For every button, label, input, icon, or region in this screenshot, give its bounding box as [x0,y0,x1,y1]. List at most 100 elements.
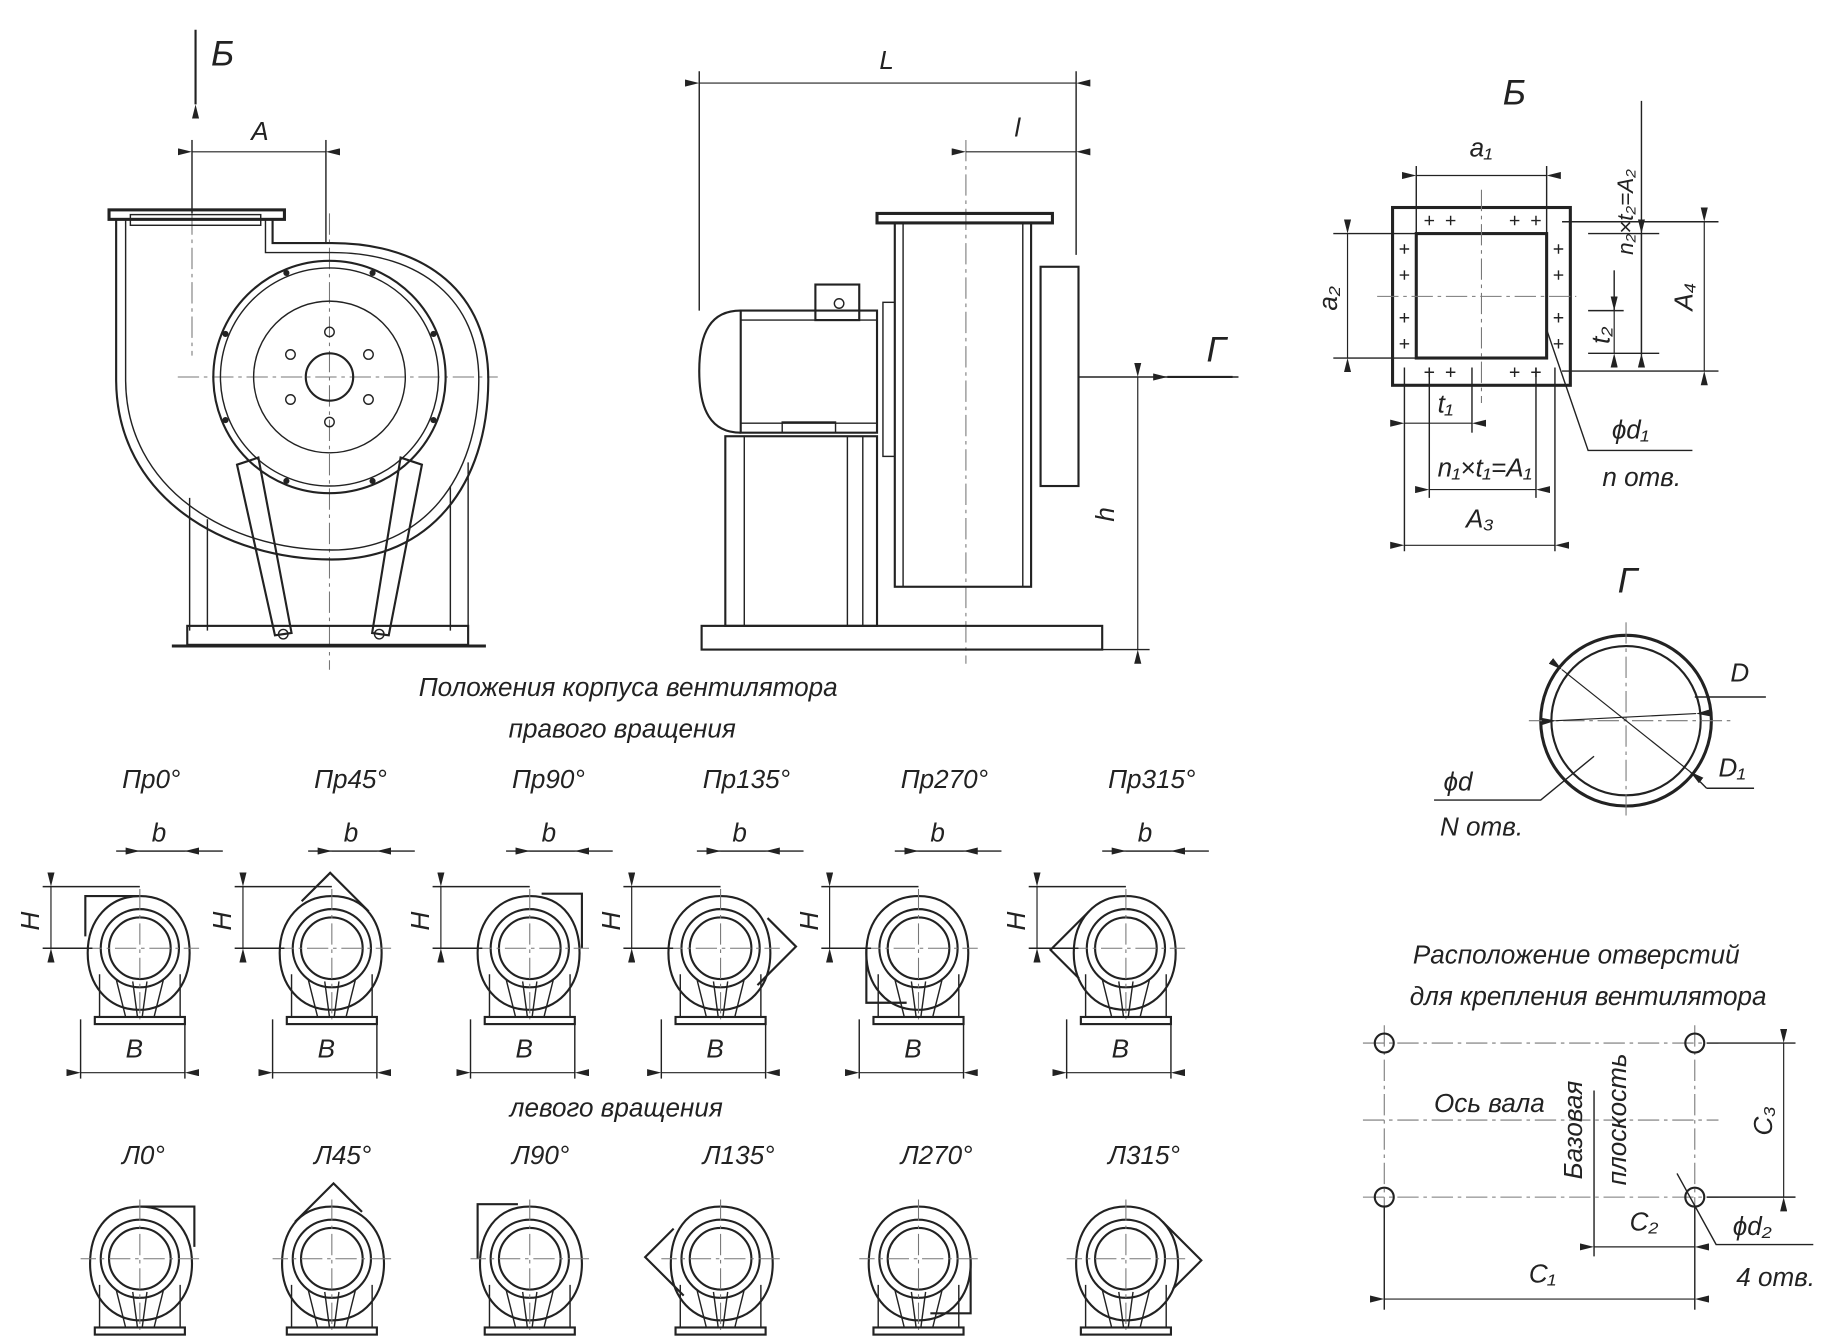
dim-a-label: A [249,116,268,146]
support-legs [877,974,960,1018]
outlet [930,1258,972,1315]
fan-housing [1066,1199,1203,1336]
scroll-outline [865,895,970,1011]
support-legs [679,974,762,1018]
hub-bolt [285,349,296,360]
scroll-outline [667,895,772,1011]
flange-hole-mark [1553,339,1564,349]
flange-hole-mark [1399,244,1410,254]
flange-hole-mark [1445,367,1456,377]
position-label: Л135° [701,1140,775,1170]
position-label: Л270° [899,1140,973,1170]
dim-B-label: B [904,1033,921,1063]
base [483,1015,576,1026]
outlet [476,1203,518,1259]
outlet [1048,910,1090,980]
dim-H-label: H [405,911,435,930]
dim-l-label: l [1014,112,1021,142]
fan-housing [80,1199,200,1336]
view-g-title: Г [1618,561,1640,601]
t1-label: t₁ [1438,389,1453,419]
base-plane-label-1: Базовая [1558,1081,1588,1180]
a1-label: a₁ [1470,133,1493,163]
outlet-duct [294,1181,363,1223]
fan-position-right-2 [432,847,613,1079]
motor-stand [724,435,879,627]
n1t1-label: n₁×t₁=A₁ [1438,453,1532,483]
outlet-duct [930,1258,972,1315]
fan-housing [80,888,200,1026]
dim-b-label: b [152,818,167,848]
terminal-box [814,283,861,322]
flange-hole-mark [1509,367,1520,377]
dim-b-label: b [344,818,359,848]
mounting-holes-layout: Расположение отверстий для крепления вен… [1362,940,1815,1310]
position-label: Пр270° [901,764,988,794]
base-plane-label-2: плоскость [1602,1053,1632,1185]
dim-h-label: h [1090,507,1120,521]
support-legs [488,974,571,1018]
outlet [300,871,370,913]
fan-position-right-5 [1028,847,1209,1079]
view-g-inlet: Г D D₁ ϕd N отв. [1434,561,1766,842]
outlet [139,1205,196,1247]
base [285,1015,378,1026]
dim-B-label: B [516,1033,533,1063]
outlet-duct [300,871,370,913]
outlet [865,948,907,1004]
d1-label: ϕd₁ [1612,415,1649,445]
position-label: Пр45° [314,764,387,794]
flange-hole-mark [1509,215,1520,226]
scroll-outline [86,895,191,1011]
flange-hole-mark [1531,215,1541,226]
fan-position-left-4 [859,1199,978,1336]
position-label: Л45° [312,1140,371,1170]
plate-bolt [283,477,290,485]
view-b-flange: Б a₁ a₂ n₂×t₂=A₂ A₄ t₂ t₁ n₁×t₁=A₁ [1313,72,1719,552]
scroll-outline [1072,895,1177,1011]
dim-B-label: B [318,1033,335,1063]
view-b-title: Б [1503,72,1526,112]
fan-position-right-3 [623,847,804,1079]
impeller-plate [212,259,447,495]
support-legs [679,1284,762,1328]
fan-housing [1048,888,1186,1026]
fan-housing [470,1199,590,1336]
outlet [294,1181,363,1223]
scroll-outline [669,1205,774,1322]
hub-bolt [324,416,335,428]
side-view: L l h Г [685,45,1239,664]
d2-label: ϕd₂ [1733,1211,1772,1241]
fan-housing [859,1199,978,1336]
fan-housing [470,888,590,1026]
scroll-outline [89,1205,194,1322]
fan-position-right-1 [234,847,415,1079]
C1-label: C₁ [1529,1258,1556,1288]
flange-hole-mark [1399,339,1410,349]
outlet [756,917,798,986]
position-label: Пр135° [703,764,790,794]
A3-label: A₃ [1464,504,1494,534]
scroll-outline [281,1205,386,1322]
support-legs [1084,974,1167,1018]
D1-label: D₁ [1718,752,1745,782]
dim-B-label: B [1112,1033,1129,1063]
plate-bolt [430,416,437,424]
view-g-arrow-label: Г [1206,330,1228,370]
scroll-outline [1075,1205,1180,1322]
dim-B-label: B [706,1033,723,1063]
flange-hole-mark [1424,367,1435,377]
a2-label: a₂ [1313,286,1343,310]
mounting-title-1: Расположение отверстий [1413,940,1740,970]
housing-positions: Пр0°bHBПр45°bHBПр90°bHBПр135°bHBПр270°bH… [15,764,1209,1336]
flange-hole-mark [1445,215,1456,226]
outlet [1162,1221,1203,1290]
fan-position-left-5 [1066,1199,1203,1336]
plate-bolt [283,269,290,277]
position-label: Пр0° [122,764,180,794]
shaft-axis-label: Ось вала [1434,1088,1545,1118]
dim-H-label: H [596,911,626,930]
base [1079,1015,1173,1026]
base-frame [186,624,470,646]
dim-H-label: H [794,911,824,930]
